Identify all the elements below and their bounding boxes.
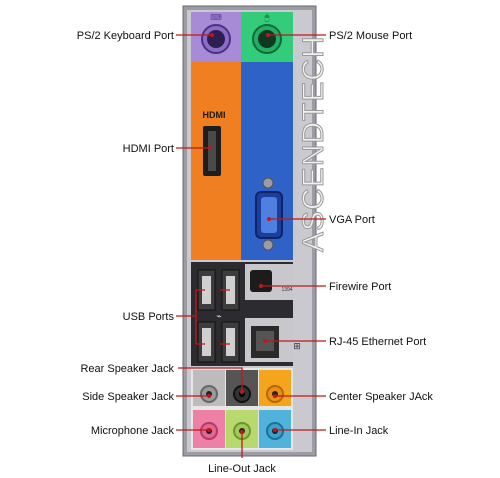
label-center-speaker-jack: Center Speaker JAck [329, 391, 433, 403]
mouse-icon: 🖱 [265, 12, 270, 22]
hdmi-logo: HDMI [203, 110, 226, 120]
label-line-in-jack: Line-In Jack [329, 425, 389, 437]
keyboard-icon: ⌨ [210, 13, 222, 22]
vga-screw-bottom [262, 239, 274, 251]
label-ps2-mouse-port: PS/2 Mouse Port [329, 30, 412, 42]
label-side-speaker-jack: Side Speaker Jack [82, 391, 174, 403]
label-firewire-port: Firewire Port [329, 281, 391, 293]
label-vga-port: VGA Port [329, 214, 375, 226]
ps2-mouse-socket [258, 30, 276, 48]
network-icon: ⊞ [293, 341, 301, 351]
leader-dot-vga [267, 217, 271, 221]
leader-dot-side-speaker [207, 394, 211, 398]
ps2-keyboard-socket [207, 30, 225, 48]
vga-screw-top [262, 177, 274, 189]
label-ps2-keyboard-port: PS/2 Keyboard Port [77, 30, 174, 42]
label-line-out-jack: Line-Out Jack [208, 463, 276, 475]
leader-dot-line-in [273, 428, 277, 432]
label-ethernet-port: RJ-45 Ethernet Port [329, 336, 426, 348]
watermark: ASCENDTECH [297, 35, 330, 252]
usb-port-1-tongue [202, 276, 211, 304]
label-hdmi-port: HDMI Port [123, 143, 174, 155]
leader-dot-ethernet [263, 339, 267, 343]
firewire-connector [250, 270, 272, 292]
leader-dot-ps2-mouse [266, 33, 270, 37]
leader-dot-center-speaker [273, 394, 277, 398]
vga-socket [261, 197, 277, 233]
usb-port-3-tongue [202, 328, 211, 356]
leader-rear-speaker [178, 367, 243, 392]
leader-dot-hdmi [208, 146, 212, 150]
usb-icon: ⌁ [216, 311, 221, 321]
leader-dot-microphone [207, 428, 211, 432]
hdmi-socket [208, 131, 216, 171]
leader-dot-ps2-keyboard [210, 33, 214, 37]
label-usb-ports: USB Ports [123, 311, 175, 323]
usb-port-4-tongue [226, 328, 235, 356]
leader-dot-firewire [259, 284, 263, 288]
label-microphone-jack: Microphone Jack [91, 425, 175, 437]
leader-dot-rear-speaker [240, 390, 244, 394]
label-rear-speaker-jack: Rear Speaker Jack [80, 363, 174, 375]
firewire-tag: 1394 [281, 287, 292, 293]
leader-dot-line-out [240, 430, 244, 434]
usb-port-2-tongue [226, 276, 235, 304]
